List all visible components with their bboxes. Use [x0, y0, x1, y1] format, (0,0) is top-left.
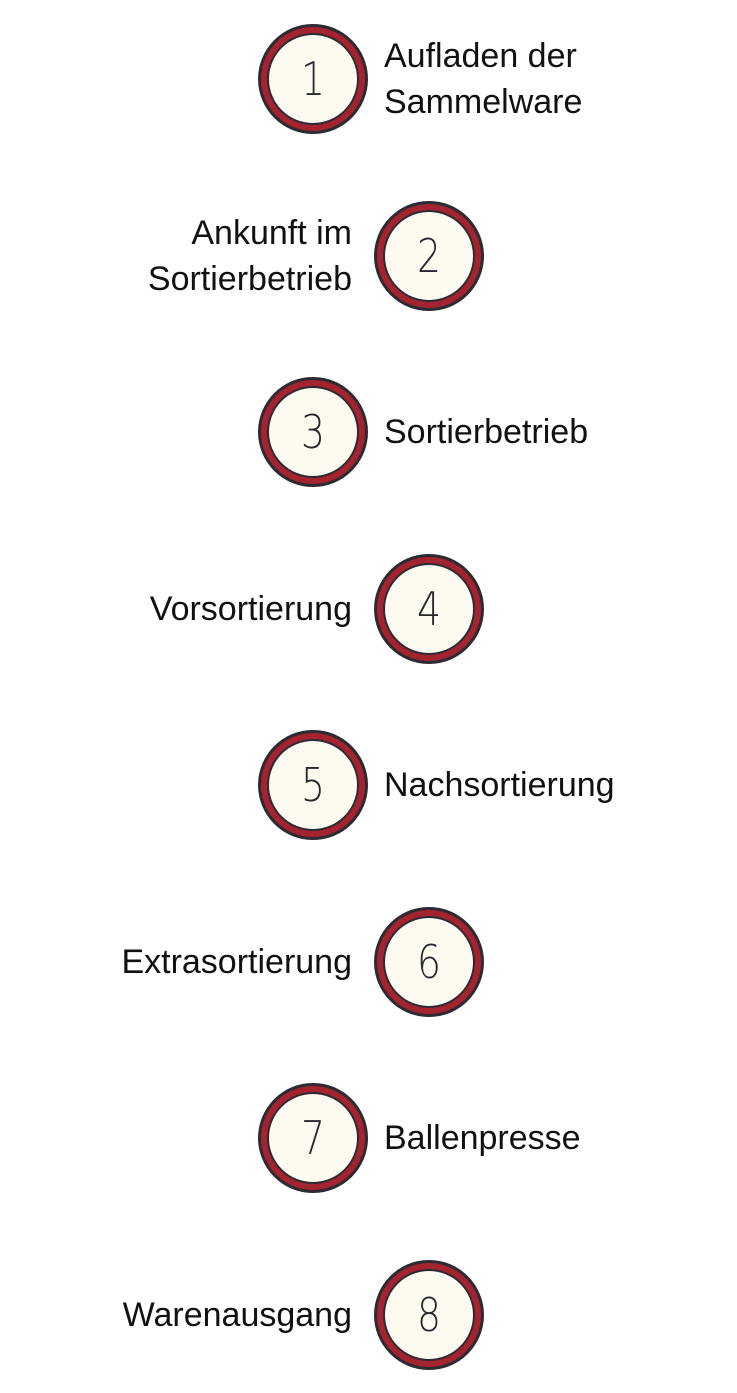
- step-label: Extrasortierung: [121, 943, 352, 981]
- step-number: 4: [416, 582, 442, 636]
- step-number: 1: [300, 52, 326, 106]
- circle-badge-icon: [374, 907, 484, 1017]
- step-5: 5 Nachsortierung: [0, 728, 737, 842]
- circle-badge-icon: [258, 730, 368, 840]
- step-8: 8 Warenausgang: [0, 1258, 737, 1372]
- step-number-badge: 6: [372, 905, 486, 1019]
- step-label: Aufladen der Sammelware: [384, 37, 583, 121]
- circle-badge-icon: [374, 201, 484, 311]
- step-number: 7: [300, 1111, 326, 1165]
- step-label: Ballenpresse: [384, 1119, 581, 1157]
- step-number-badge: 8: [372, 1258, 486, 1372]
- step-number-badge: 5: [256, 728, 370, 842]
- step-number: 5: [300, 758, 326, 812]
- step-number-badge: 4: [372, 552, 486, 666]
- step-6: 6 Extrasortierung: [0, 905, 737, 1019]
- step-label: Warenausgang: [122, 1296, 352, 1334]
- step-3: 3 Sortierbetrieb: [0, 375, 737, 489]
- circle-badge-icon: [258, 24, 368, 134]
- circle-badge-icon: [374, 1260, 484, 1370]
- step-2: 2 Ankunft im Sortierbetrieb: [0, 199, 737, 313]
- step-number-badge: 1: [256, 22, 370, 136]
- circle-badge-icon: [374, 554, 484, 664]
- circle-badge-icon: [258, 377, 368, 487]
- step-7: 7 Ballenpresse: [0, 1081, 737, 1195]
- step-number: 3: [300, 405, 326, 459]
- step-number: 8: [416, 1288, 442, 1342]
- step-1: 1 Aufladen der Sammelware: [0, 22, 737, 136]
- step-label: Vorsortierung: [149, 590, 352, 628]
- circle-badge-icon: [258, 1083, 368, 1193]
- step-number-badge: 7: [256, 1081, 370, 1195]
- step-number: 6: [416, 935, 442, 989]
- step-number-badge: 2: [372, 199, 486, 313]
- step-number-badge: 3: [256, 375, 370, 489]
- step-number: 2: [416, 229, 442, 283]
- step-label: Ankunft im Sortierbetrieb: [147, 214, 352, 298]
- step-label: Nachsortierung: [384, 766, 615, 804]
- step-label: Sortierbetrieb: [384, 413, 589, 451]
- step-4: 4 Vorsortierung: [0, 552, 737, 666]
